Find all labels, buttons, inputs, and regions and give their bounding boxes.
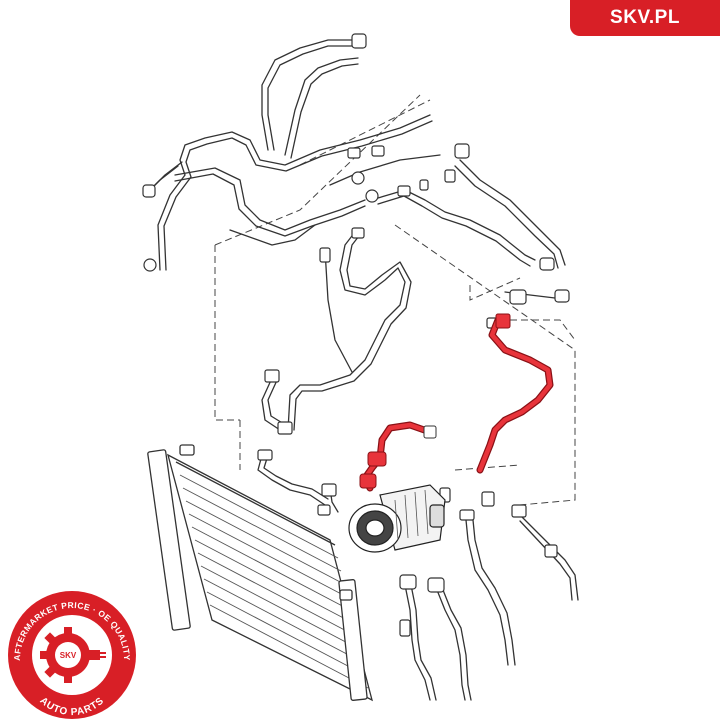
plug-icon — [88, 650, 106, 660]
ac-compressor — [348, 484, 446, 553]
seal-center-text: SKV — [60, 651, 77, 660]
liquid-line — [287, 231, 412, 431]
highlighted-suction-hose — [359, 313, 554, 492]
skv-seal-logo: AFTERMARKET PRICE · OE QUALITY AUTO PART… — [8, 591, 136, 719]
brand-label: SKV.PL — [610, 7, 680, 28]
refrigerant-lines — [145, 39, 566, 299]
brand-tab: SKV.PL — [570, 0, 720, 36]
discharge-lines — [404, 509, 579, 701]
fittings — [142, 33, 570, 637]
condenser — [147, 444, 373, 702]
